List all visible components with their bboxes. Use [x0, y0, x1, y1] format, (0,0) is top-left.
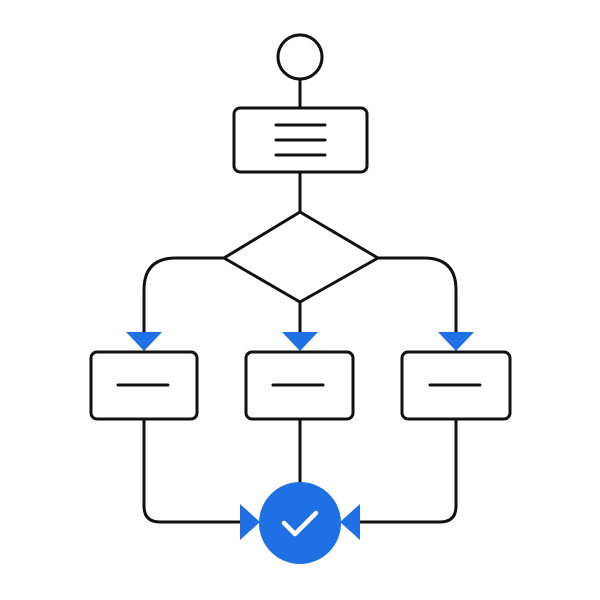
process-node — [232, 106, 369, 174]
branch-left-node — [89, 350, 199, 421]
end-circle — [259, 482, 341, 564]
end-arrowheads — [240, 504, 360, 540]
decision-node — [222, 210, 380, 304]
connectors — [142, 78, 458, 524]
arrowhead-right — [438, 332, 474, 351]
branch-arrowheads — [126, 332, 474, 351]
edge-right-end — [354, 418, 458, 524]
checkmark-icon — [281, 510, 319, 537]
edge-decision-left — [142, 256, 226, 334]
end-node — [259, 482, 341, 564]
arrowhead-end-right — [340, 504, 360, 540]
edge-left-end — [142, 418, 246, 524]
arrowhead-middle — [282, 332, 318, 351]
branch-right-node — [400, 350, 512, 421]
edge-decision-right — [374, 256, 458, 334]
text-lines-icon — [274, 123, 327, 157]
start-node — [276, 33, 324, 81]
arrowhead-end-left — [240, 504, 260, 540]
branch-middle-node — [244, 350, 355, 421]
arrowhead-left — [126, 332, 162, 351]
